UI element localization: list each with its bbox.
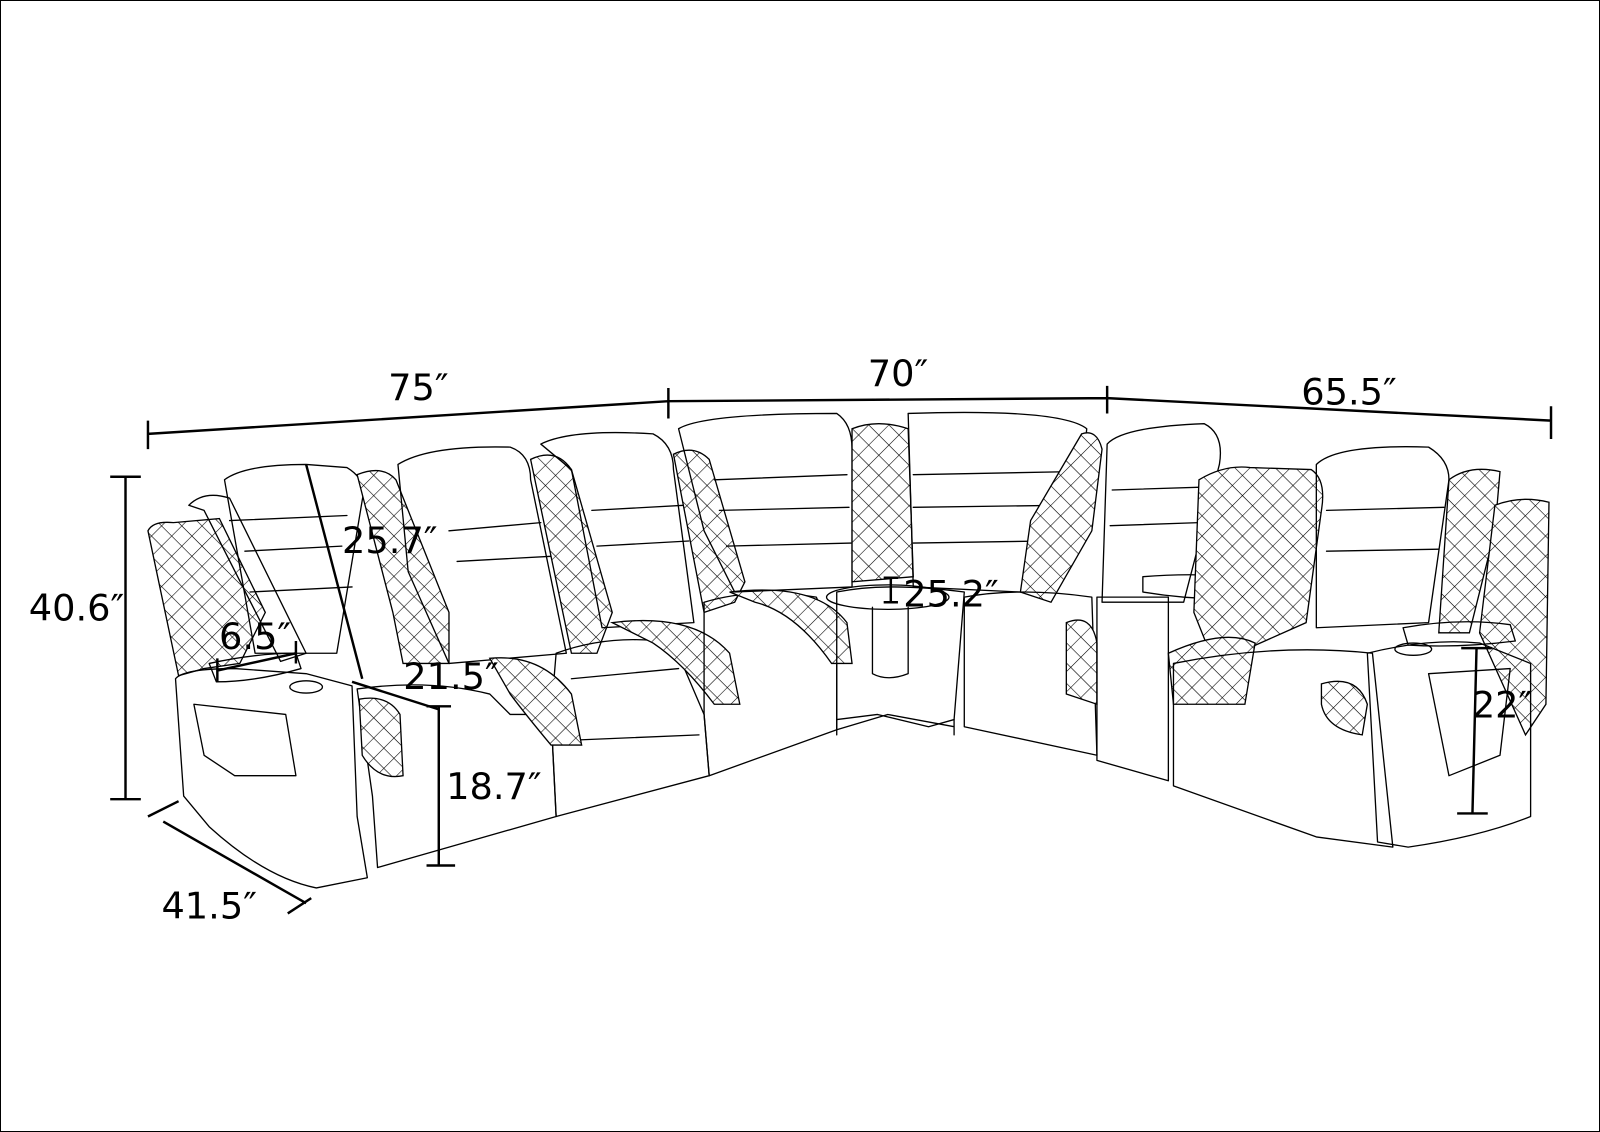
left-middle-seats bbox=[397, 431, 853, 818]
dim-label-backrest-height: 25.7″ bbox=[342, 519, 437, 562]
right-section bbox=[963, 422, 1550, 848]
dim-label-left-width: 75″ bbox=[388, 366, 448, 409]
dim-label-armrest-width: 6.5″ bbox=[219, 615, 291, 658]
dim-label-right-width: 65.5″ bbox=[1301, 370, 1396, 413]
dim-label-arm-height: 22″ bbox=[1472, 684, 1532, 727]
dim-label-corner-width: 70″ bbox=[868, 352, 928, 395]
dimension-lines bbox=[110, 385, 1553, 915]
dim-label-seat-height: 18.7″ bbox=[446, 765, 541, 808]
corner-section bbox=[677, 411, 1088, 736]
dim-label-depth: 41.5″ bbox=[161, 885, 256, 928]
dim-label-corner-table-height: 25.2″ bbox=[903, 572, 998, 615]
dim-label-seat-depth: 21.5″ bbox=[403, 655, 498, 698]
sofa-drawing bbox=[147, 411, 1550, 889]
left-recliner bbox=[147, 463, 557, 889]
dim-label-overall-height: 40.6″ bbox=[29, 587, 124, 630]
